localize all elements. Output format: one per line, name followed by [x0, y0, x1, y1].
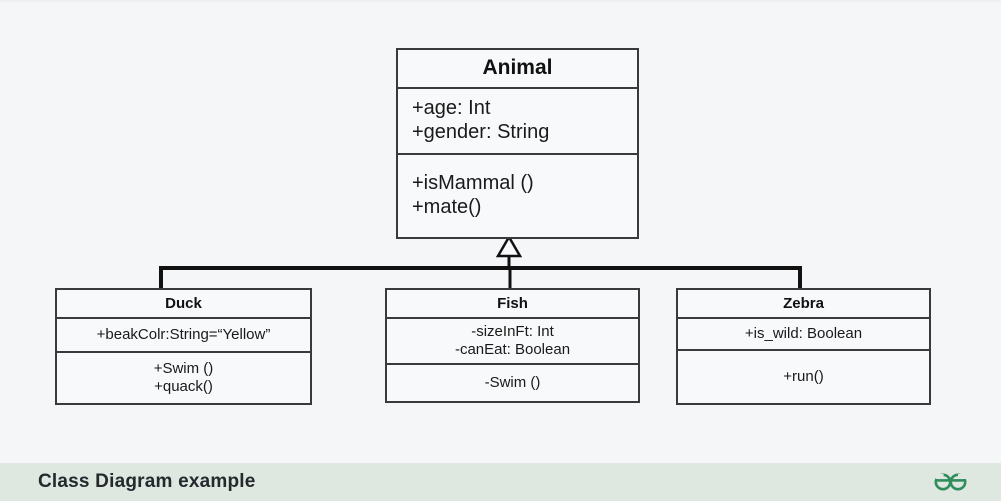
operation-row: +mate(): [412, 195, 482, 218]
class-name-fish: Fish: [497, 294, 528, 312]
attribute-row: -sizeInFt: Int: [471, 322, 554, 340]
class-operations-zebra: +run(): [678, 348, 929, 403]
class-box-animal[interactable]: Animal +age: Int +gender: String +isMamm…: [396, 48, 639, 239]
class-operations-animal: +isMammal () +mate(): [398, 152, 637, 237]
attribute-row: -canEat: Boolean: [454, 340, 571, 358]
geeksforgeeks-logo: [929, 470, 973, 494]
operation-row: +isMammal (): [412, 172, 534, 195]
hollow-triangle-arrowhead: [495, 234, 523, 258]
operation-row: +quack(): [154, 377, 213, 395]
class-attributes-fish: -sizeInFt: Int -canEat: Boolean: [387, 316, 638, 363]
footer-bar: Class Diagram example: [0, 463, 1001, 501]
class-name-duck: Duck: [165, 294, 202, 312]
class-attributes-animal: +age: Int +gender: String: [398, 86, 637, 153]
class-operations-duck: +Swim () +quack(): [57, 350, 310, 403]
attribute-row: +is_wild: Boolean: [744, 324, 863, 342]
class-box-zebra[interactable]: Zebra +is_wild: Boolean +run(): [676, 288, 931, 405]
class-name-zebra: Zebra: [783, 294, 824, 312]
attribute-row: +gender: String: [412, 120, 550, 143]
operation-row: -Swim (): [484, 373, 541, 391]
top-divider: [0, 0, 1001, 2]
operation-row: +run(): [783, 368, 824, 386]
footer-caption: Class Diagram example: [38, 471, 256, 492]
class-box-fish[interactable]: Fish -sizeInFt: Int -canEat: Boolean -Sw…: [385, 288, 640, 403]
class-attributes-zebra: +is_wild: Boolean: [678, 316, 929, 349]
operation-row: +Swim (): [153, 360, 214, 378]
class-operations-fish: -Swim (): [387, 362, 638, 401]
class-box-duck[interactable]: Duck +beakColr:String=“Yellow” +Swim () …: [55, 288, 312, 405]
attribute-row: +age: Int: [412, 97, 491, 120]
class-name-animal: Animal: [482, 56, 553, 80]
attribute-row: +beakColr:String=“Yellow”: [96, 325, 271, 343]
class-attributes-duck: +beakColr:String=“Yellow”: [57, 316, 310, 351]
